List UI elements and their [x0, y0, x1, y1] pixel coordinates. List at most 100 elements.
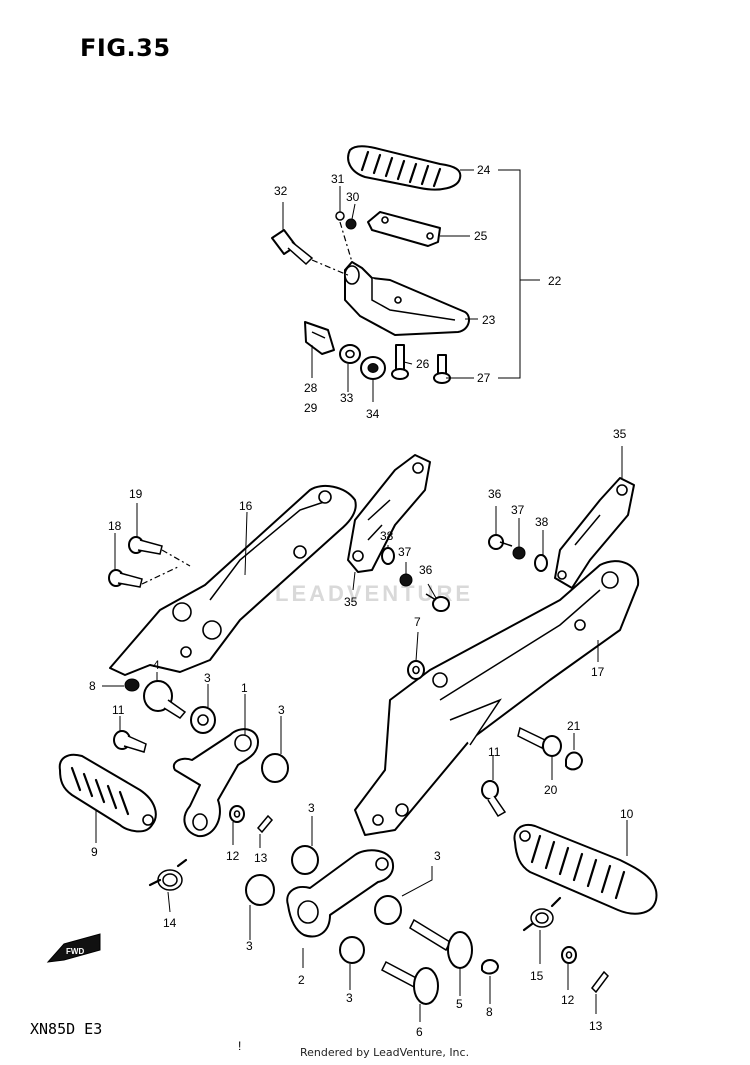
callout-13-right: 13 — [589, 1019, 603, 1033]
part-17-right-footrest-bracket — [354, 560, 640, 836]
callout-38-right: 38 — [535, 515, 549, 529]
part-3-bushing-f — [339, 936, 365, 964]
part-15-spring-right — [522, 896, 562, 932]
callout-29: 29 — [304, 401, 318, 415]
callout-30: 30 — [346, 190, 360, 204]
part-11-pin-right — [481, 780, 507, 818]
callout-4: 4 — [153, 658, 160, 672]
callout-24: 24 — [477, 163, 491, 177]
stray-mark: ! — [238, 1039, 241, 1053]
render-credit: Rendered by LeadVenture, Inc. — [300, 1046, 470, 1059]
callout-31: 31 — [331, 172, 345, 186]
callout-11-right: 11 — [488, 745, 501, 759]
part-30-nut — [345, 218, 357, 230]
callout-6: 6 — [416, 1025, 423, 1039]
callout-3-a: 3 — [204, 671, 211, 685]
callout-35-right: 35 — [613, 427, 627, 441]
part-34-nut — [360, 356, 386, 380]
part-38-washer-left — [381, 547, 395, 565]
callout-2: 2 — [298, 973, 305, 987]
callout-37-left: 37 — [398, 545, 412, 559]
callout-3-e: 3 — [434, 849, 441, 863]
part-33-washer — [339, 344, 361, 364]
callout-19: 19 — [129, 487, 143, 501]
part-13-cotter-pin-right — [591, 970, 609, 994]
part-35-heel-guard-left — [347, 454, 431, 573]
callout-14: 14 — [163, 916, 177, 930]
callout-23: 23 — [482, 313, 496, 327]
part-32-bolt — [271, 229, 351, 277]
callout-21: 21 — [567, 719, 581, 733]
callout-3-f: 3 — [346, 991, 353, 1005]
part-23-footrest-bracket — [344, 261, 471, 336]
callout-8-upper: 8 — [89, 679, 96, 693]
fwd-label: FWD — [66, 947, 84, 956]
part-12-washer-left — [229, 805, 245, 823]
part-3-bushing-a — [190, 706, 216, 734]
model-code: XN85D E3 — [30, 1020, 103, 1038]
part-19-bolt — [128, 536, 191, 567]
callout-16: 16 — [239, 499, 253, 513]
callout-15: 15 — [530, 969, 544, 983]
part-26-bolt — [391, 344, 409, 380]
part-9-footrest-rubber-left — [58, 753, 157, 833]
callout-36-left: 36 — [419, 563, 433, 577]
part-25-footrest-plate — [367, 211, 441, 247]
callout-11-left: 11 — [112, 703, 125, 717]
part-14-spring-left — [148, 858, 188, 891]
callout-5: 5 — [456, 997, 463, 1011]
callout-1: 1 — [241, 681, 248, 695]
callout-36-right: 36 — [488, 487, 502, 501]
part-13-cotter-pin-left — [256, 814, 274, 834]
part-7-washer — [407, 660, 425, 680]
part-10-footrest-rubber-right — [513, 824, 658, 915]
callout-12-right: 12 — [561, 993, 575, 1007]
part-6-pin — [381, 960, 439, 1005]
callout-26: 26 — [416, 357, 430, 371]
callout-7: 7 — [414, 615, 421, 629]
part-24-footrest-rubber — [347, 145, 462, 191]
callout-33: 33 — [340, 391, 354, 405]
figure-title: FIG.35 — [80, 34, 171, 62]
part-3-bushing-d — [245, 874, 275, 906]
callout-10: 10 — [620, 807, 634, 821]
callout-3-b: 3 — [278, 703, 285, 717]
callout-8-lower: 8 — [486, 1005, 493, 1019]
callout-37-right: 37 — [511, 503, 525, 517]
part-8-nut-upper — [124, 678, 140, 692]
leader-lines — [95, 169, 628, 1022]
callout-17: 17 — [591, 665, 605, 679]
fwd-direction-arrow: FWD — [46, 933, 101, 963]
part-11-pin-left — [113, 730, 147, 753]
callout-32: 32 — [274, 184, 288, 198]
part-8-nut-lower — [481, 959, 499, 975]
part-31-washer — [335, 211, 345, 221]
callout-22: 22 — [548, 274, 562, 288]
part-37-nut-right — [512, 546, 526, 560]
part-37-nut-left — [399, 573, 413, 587]
callout-34: 34 — [366, 407, 380, 421]
callout-38-left: 38 — [380, 529, 394, 543]
part-12-washer-right — [561, 946, 577, 964]
part-4-pivot-pin — [143, 680, 187, 719]
part-20-bolt — [517, 726, 562, 757]
part-36-bolt-left — [425, 593, 450, 612]
callout-27: 27 — [477, 371, 491, 385]
callout-3-c: 3 — [308, 801, 315, 815]
callout-18: 18 — [108, 519, 122, 533]
callout-20: 20 — [544, 783, 558, 797]
part-3-bushing-c — [291, 845, 319, 875]
callout-28: 28 — [304, 381, 318, 395]
callout-3-d: 3 — [246, 939, 253, 953]
part-5-pin — [409, 918, 473, 969]
part-28-clip — [304, 321, 335, 355]
callout-35-left: 35 — [344, 595, 358, 609]
part-3-bushing-b — [261, 753, 289, 783]
part-1-link-arm — [172, 728, 259, 838]
part-2-link — [286, 849, 394, 938]
callout-9: 9 — [91, 845, 98, 859]
part-27-bolt — [433, 354, 451, 384]
part-21-cap — [565, 751, 583, 771]
part-38-washer-right — [534, 554, 548, 572]
